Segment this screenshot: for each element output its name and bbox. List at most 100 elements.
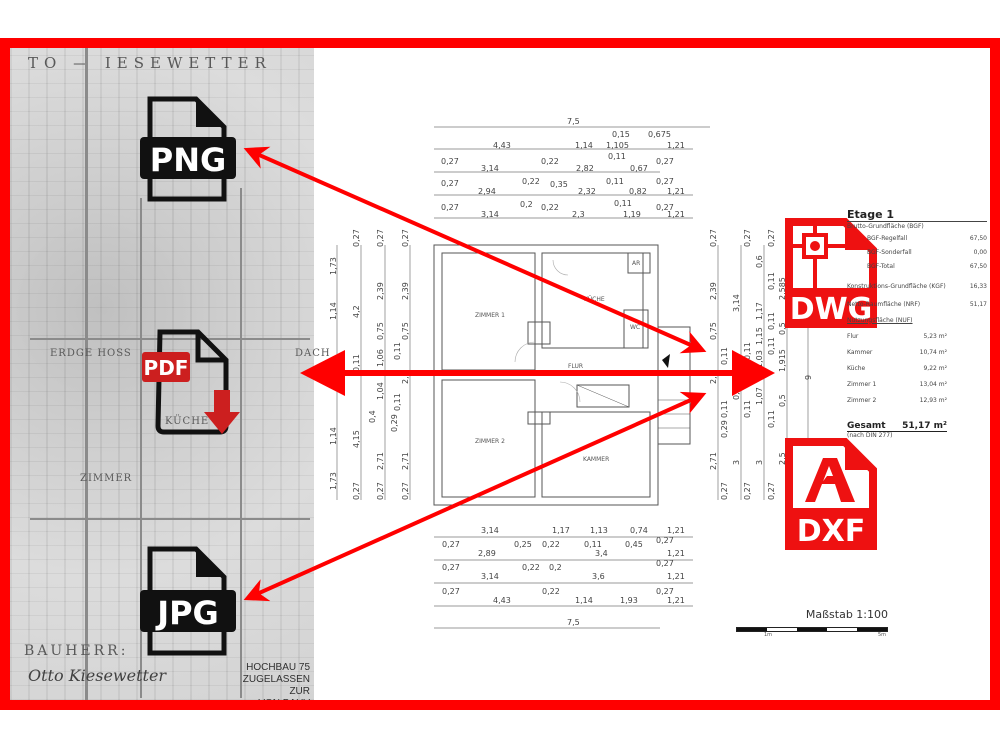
svg-text:1,15: 1,15 [755, 327, 764, 345]
signature: Otto Kiesewetter [28, 666, 167, 685]
svg-text:1,21: 1,21 [667, 526, 685, 535]
svg-text:4,43: 4,43 [493, 596, 511, 605]
file-pdf-download-icon: PDF [142, 329, 240, 435]
svg-text:1,14: 1,14 [575, 596, 593, 605]
file-png-icon: PNG [140, 96, 236, 202]
svg-text:0,11: 0,11 [743, 400, 752, 418]
svg-text:1,21: 1,21 [667, 549, 685, 558]
svg-text:0,11: 0,11 [720, 347, 729, 365]
scan-line [30, 338, 310, 340]
svg-text:0,27: 0,27 [656, 177, 674, 186]
svg-text:0,22: 0,22 [542, 587, 560, 596]
svg-text:2,89: 2,89 [478, 549, 496, 558]
floorplan-drawing: 7,5 4,43 1,14 1,105 1,21 0,15 0,675 3,14… [243, 117, 813, 629]
room-wc: WC [630, 324, 640, 331]
svg-text:1,14: 1,14 [575, 141, 593, 150]
svg-text:0,4: 0,4 [368, 410, 377, 423]
svg-text:0,75: 0,75 [709, 322, 718, 340]
svg-text:0,11: 0,11 [608, 152, 626, 161]
svg-text:PNG: PNG [150, 141, 227, 179]
entrance-marker-icon [662, 354, 670, 368]
svg-text:3,14: 3,14 [481, 210, 499, 219]
svg-text:1,105: 1,105 [606, 141, 629, 150]
svg-text:0,11: 0,11 [767, 410, 776, 428]
svg-text:1,14: 1,14 [329, 427, 338, 445]
svg-text:0,11: 0,11 [720, 400, 729, 418]
svg-text:0,27: 0,27 [442, 587, 460, 596]
svg-text:0,45: 0,45 [625, 540, 643, 549]
scan-line [140, 198, 142, 698]
svg-text:0,27: 0,27 [352, 482, 361, 500]
svg-text:9: 9 [804, 375, 813, 380]
scan-label: DACH [295, 348, 331, 359]
svg-text:0,27: 0,27 [376, 229, 385, 247]
svg-text:1,21: 1,21 [667, 187, 685, 196]
jpg-arrow [243, 391, 707, 602]
svg-text:0,22: 0,22 [541, 157, 559, 166]
svg-text:0,27: 0,27 [442, 563, 460, 572]
total-note: (nach DIN 277) [847, 432, 893, 439]
svg-text:0,29: 0,29 [720, 420, 729, 438]
svg-text:0,15: 0,15 [612, 130, 630, 139]
svg-text:3: 3 [755, 460, 764, 465]
svg-text:1,21: 1,21 [667, 596, 685, 605]
scale-tick-start: 1m [764, 632, 773, 638]
svg-text:3,14: 3,14 [481, 572, 499, 581]
svg-text:1,13: 1,13 [590, 526, 608, 535]
scan-line [30, 518, 310, 520]
svg-text:2,3: 2,3 [572, 210, 585, 219]
svg-text:1,73: 1,73 [329, 472, 338, 490]
svg-text:0,27: 0,27 [441, 157, 459, 166]
room-zimmer2: ZIMMER 2 [475, 438, 505, 445]
svg-text:0,11: 0,11 [767, 337, 776, 355]
svg-text:0,82: 0,82 [629, 187, 647, 196]
pdf-dwg-arrow [300, 350, 775, 396]
svg-text:0,29: 0,29 [390, 414, 399, 432]
svg-text:0,25: 0,25 [514, 540, 532, 549]
svg-text:0,75: 0,75 [376, 322, 385, 340]
svg-text:0,22: 0,22 [522, 177, 540, 186]
svg-text:0,75: 0,75 [401, 322, 410, 340]
svg-text:2,32: 2,32 [578, 187, 596, 196]
scale-tick-end: 5m [877, 632, 886, 638]
svg-text:2,585: 2,585 [778, 277, 787, 300]
file-dwg-icon: DWG [785, 218, 877, 328]
svg-text:2,71: 2,71 [376, 452, 385, 470]
svg-text:0,27: 0,27 [352, 229, 361, 247]
nuf-heading: Nutzungsfläche (NUF) [847, 316, 913, 324]
svg-text:0,11: 0,11 [393, 393, 402, 411]
svg-text:0,27: 0,27 [767, 229, 776, 247]
svg-text:0,11: 0,11 [767, 272, 776, 290]
svg-text:JPG: JPG [155, 594, 219, 632]
scan-label: ZIMMER [80, 473, 133, 484]
svg-text:2,71: 2,71 [401, 452, 410, 470]
svg-text:3,4: 3,4 [595, 549, 608, 558]
right-dimension-labels: 0,27 2,39 0,75 0,11 2, 0,11 0,29 2,71 0,… [709, 229, 813, 500]
svg-text:0,35: 0,35 [550, 180, 568, 189]
svg-text:1,21: 1,21 [667, 572, 685, 581]
stamp: HOCHBAU 75 ZUGELASSEN ZUR VON BAUV [242, 662, 310, 709]
svg-text:1,14: 1,14 [329, 302, 338, 320]
file-jpg-icon: JPG [140, 546, 236, 656]
area-table: Etage 1 Brutto-Grundfläche (BGF) BGF-Reg… [847, 208, 987, 439]
top-dimension-labels: 7,5 4,43 1,14 1,105 1,21 0,15 0,675 3,14… [441, 117, 685, 219]
svg-text:0,22: 0,22 [541, 203, 559, 212]
svg-text:0,27: 0,27 [743, 482, 752, 500]
svg-text:3,14: 3,14 [481, 526, 499, 535]
scan-label: KÜCHE [165, 416, 210, 427]
svg-text:0,27: 0,27 [656, 587, 674, 596]
svg-text:2,71: 2,71 [709, 452, 718, 470]
png-arrow [243, 146, 707, 354]
red-frame: TO — IESEWETTER ERDGE HOSS KÜCHE ZIMMER … [0, 38, 1000, 710]
svg-text:0,11: 0,11 [352, 354, 361, 372]
svg-text:3,14: 3,14 [732, 294, 741, 312]
svg-text:4,15: 4,15 [352, 430, 361, 448]
svg-text:0,11: 0,11 [584, 540, 602, 549]
svg-text:0,27: 0,27 [442, 540, 460, 549]
